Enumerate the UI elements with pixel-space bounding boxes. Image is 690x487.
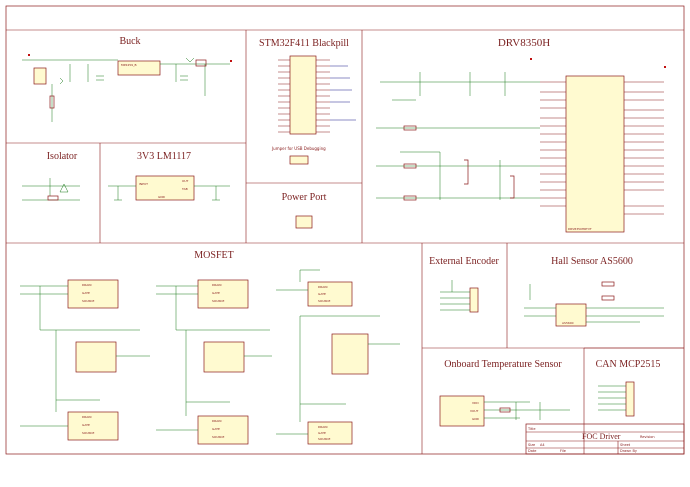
section-title-can: CAN MCP2515 xyxy=(596,359,661,370)
section-title-mosfet: MOSFET xyxy=(194,250,233,261)
section-title-drv: DRV8350H xyxy=(498,37,550,49)
drv-gate-resistor-c xyxy=(403,195,417,201)
buck-input-connector xyxy=(33,67,47,85)
temp-sensor-ic xyxy=(439,395,485,427)
can-circuit xyxy=(598,381,635,417)
power-port-connector xyxy=(295,215,313,229)
mosfet-c-high-drain: DRAIN xyxy=(318,285,327,289)
section-title-encoder: External Encoder xyxy=(429,256,499,267)
drv-part-label: DRV8350HRTVT xyxy=(568,227,592,231)
mosfet-b-low-source: SOURCE xyxy=(212,435,224,439)
mosfet-b-low xyxy=(197,415,249,445)
section-title-power-port: Power Port xyxy=(282,192,327,203)
mosfet-c-low-gate: GATE xyxy=(318,431,326,435)
title-block-file-label: File xyxy=(560,449,566,453)
section-title-ldo: 3V3 LM1117 xyxy=(137,151,191,162)
section-title-hall: Hall Sensor AS5600 xyxy=(551,256,633,267)
can-connector xyxy=(625,381,635,417)
mosfet-b-high-drain: DRAIN xyxy=(212,283,221,287)
title-block-size: A4 xyxy=(540,443,545,447)
hall-pullup-b xyxy=(601,295,615,301)
mosfet-a-low-drain: DRAIN xyxy=(82,415,91,419)
encoder-circuit xyxy=(440,280,479,313)
title-block: Title FOC Driver Size A4 Revision Date F… xyxy=(525,423,685,455)
mosfet-b-high-gate: GATE xyxy=(212,291,220,295)
mosfet-a-high-drain: DRAIN xyxy=(82,283,91,287)
drv8350h-circuit: DRV8350HRTVT xyxy=(376,58,666,233)
mosfet-a-high-source: SOURCE xyxy=(82,299,94,303)
title-block-sheet-label: Sheet xyxy=(620,443,631,447)
temp-resistor xyxy=(499,407,511,413)
mosfet-c-high-gate: GATE xyxy=(318,292,326,296)
isolator-circuit xyxy=(22,178,80,201)
mosfet-a-high-gate: GATE xyxy=(82,291,90,295)
stm32-module xyxy=(289,55,317,135)
title-block-size-label: Size xyxy=(528,443,535,447)
stm32-blackpill: Jumper for USB Debugging xyxy=(271,55,356,165)
mosfet-c-low xyxy=(307,421,353,445)
isolator-resistor xyxy=(47,195,59,201)
hall-pullup-a xyxy=(601,281,615,287)
hall-sensor-circuit: AS5600 xyxy=(524,281,664,327)
ldo-gnd-pin: GND xyxy=(158,195,166,199)
current-sense-amp-a xyxy=(75,341,117,373)
as5600-ic xyxy=(555,303,587,327)
section-title-temp: Onboard Temperature Sensor xyxy=(444,359,562,370)
temp-vdd-pin: VDD xyxy=(472,401,479,405)
title-block-drawn-label: Drawn By xyxy=(620,449,637,453)
temp-vout-pin: VOUT xyxy=(470,409,479,413)
current-sense-amp-c xyxy=(331,333,369,375)
drv-gate-resistor-b xyxy=(403,163,417,169)
temp-sensor-circuit: VDD VOUT GND xyxy=(439,395,570,427)
title-block-title-label: Title xyxy=(527,427,536,431)
mosfet-bridge-b: DRAIN GATE SOURCE DRAIN GATE SOURCE xyxy=(156,279,272,445)
buck-inductor xyxy=(195,59,207,67)
title-block-frame xyxy=(525,423,685,455)
section-title-stm32: STM32F411 Blackpill xyxy=(259,38,349,49)
mosfet-c-high xyxy=(307,281,353,307)
lm1117-ic xyxy=(135,175,195,201)
mosfet-b-low-gate: GATE xyxy=(212,427,220,431)
buck-feedback-resistor xyxy=(49,95,55,109)
ldo-tab-pin: TAB xyxy=(181,187,188,191)
title-block-title: FOC Driver xyxy=(582,432,621,441)
buck-circuit: MP2459_B xyxy=(22,54,232,122)
section-title-isolator: Isolator xyxy=(47,151,78,162)
buck-ic-label: MP2459_B xyxy=(121,63,137,67)
buck-regulator-ic xyxy=(117,60,161,76)
sheet-border xyxy=(5,5,685,455)
mosfet-c-low-drain: DRAIN xyxy=(318,425,327,429)
mosfet-b-high xyxy=(197,279,249,309)
mosfet-bridge-c: DRAIN GATE SOURCE DRAIN GATE SOURCE xyxy=(276,269,400,445)
mosfet-b-low-drain: DRAIN xyxy=(212,419,221,423)
current-sense-amp-b xyxy=(203,341,245,373)
mosfet-a-low-gate: GATE xyxy=(82,423,90,427)
encoder-connector xyxy=(469,287,479,313)
mosfet-c-high-source: SOURCE xyxy=(318,299,330,303)
drv-gate-resistor-a xyxy=(403,125,417,131)
mosfet-bridge-a: DRAIN GATE SOURCE DRAIN GATE SOURCE xyxy=(20,279,150,441)
mosfet-a-high xyxy=(67,279,119,309)
mosfet-a-low-source: SOURCE xyxy=(82,431,94,435)
mosfet-b-high-source: SOURCE xyxy=(212,299,224,303)
ldo-circuit: INPUT OUT TAB GND xyxy=(108,175,230,201)
as5600-label: AS5600 xyxy=(562,321,574,325)
ldo-input-pin: INPUT xyxy=(139,182,148,186)
usb-debug-jumper xyxy=(289,155,309,165)
mosfet-a-low xyxy=(67,411,119,441)
title-block-date-label: Date xyxy=(528,449,536,453)
mosfet-c-low-source: SOURCE xyxy=(318,437,330,441)
drv8350-ic xyxy=(565,75,625,233)
ldo-out-pin: OUT xyxy=(182,179,189,183)
jumper-note: Jumper for USB Debugging xyxy=(271,146,326,151)
section-title-buck: Buck xyxy=(119,36,140,47)
temp-gnd-pin: GND xyxy=(472,417,480,421)
title-block-revision-label: Revision xyxy=(640,435,655,439)
